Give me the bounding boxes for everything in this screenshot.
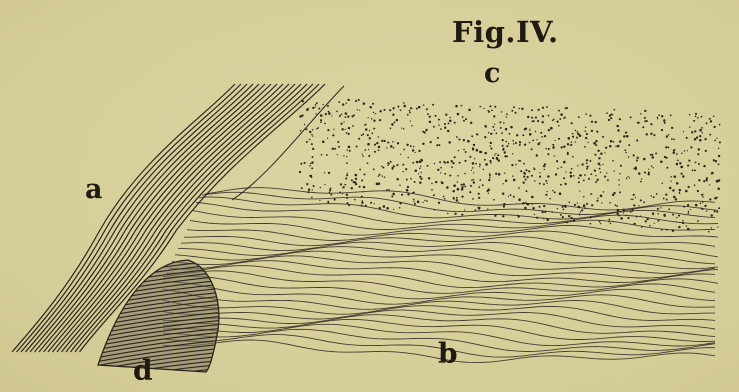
label-b: b [438,340,458,368]
figure-title: Fig.IV. [452,18,559,47]
label-c: c [484,60,500,87]
label-a: a [85,176,103,203]
stippled-region-c [299,99,721,233]
label-d: d [133,357,153,385]
hatched-region-d [95,252,225,386]
